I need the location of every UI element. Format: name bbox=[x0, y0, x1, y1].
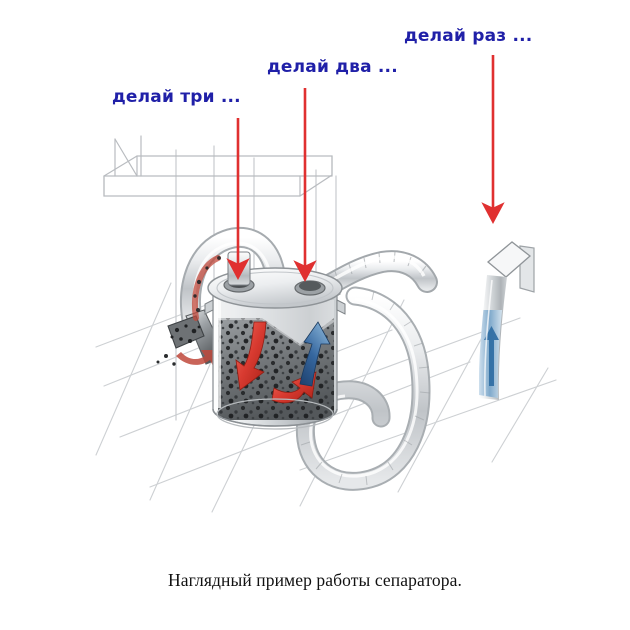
wall-ledge bbox=[103, 135, 333, 197]
wall-pipe-edge-highlight bbox=[484, 279, 493, 397]
wall-pipe-flow-arrow bbox=[484, 326, 499, 386]
clean-air-up-arrow bbox=[299, 321, 331, 387]
wall-inlet-valve bbox=[486, 241, 532, 278]
wall-inlet-assembly bbox=[478, 241, 535, 400]
tank-clamp-right bbox=[336, 299, 346, 315]
tank-base-foot bbox=[216, 398, 334, 430]
separator-tank bbox=[204, 251, 346, 430]
step-label-tri: делай три ... bbox=[112, 87, 241, 107]
tank-cutaway bbox=[218, 300, 334, 420]
step-label-raz: делай раз ... bbox=[404, 26, 533, 46]
dirty-air-down-arrow bbox=[235, 321, 267, 391]
pipe-debris bbox=[193, 256, 221, 312]
tank-inner-shadow bbox=[218, 300, 334, 346]
pointer-arrows bbox=[226, 55, 505, 282]
wand-intake-arrow bbox=[176, 350, 220, 368]
wand-debris bbox=[170, 324, 201, 343]
tank-clamp-left bbox=[204, 299, 214, 315]
tank-base-rim bbox=[212, 408, 338, 427]
wand-brush-head bbox=[167, 315, 205, 349]
tank-lid-inner-ring bbox=[216, 271, 334, 305]
step-label-dva: делай два ... bbox=[267, 57, 398, 77]
figure-caption: Наглядный пример работы сепаратора. bbox=[168, 570, 462, 590]
hose-ribs bbox=[299, 290, 431, 486]
floor-debris bbox=[156, 354, 176, 366]
flexible-hose-loop bbox=[295, 286, 431, 491]
